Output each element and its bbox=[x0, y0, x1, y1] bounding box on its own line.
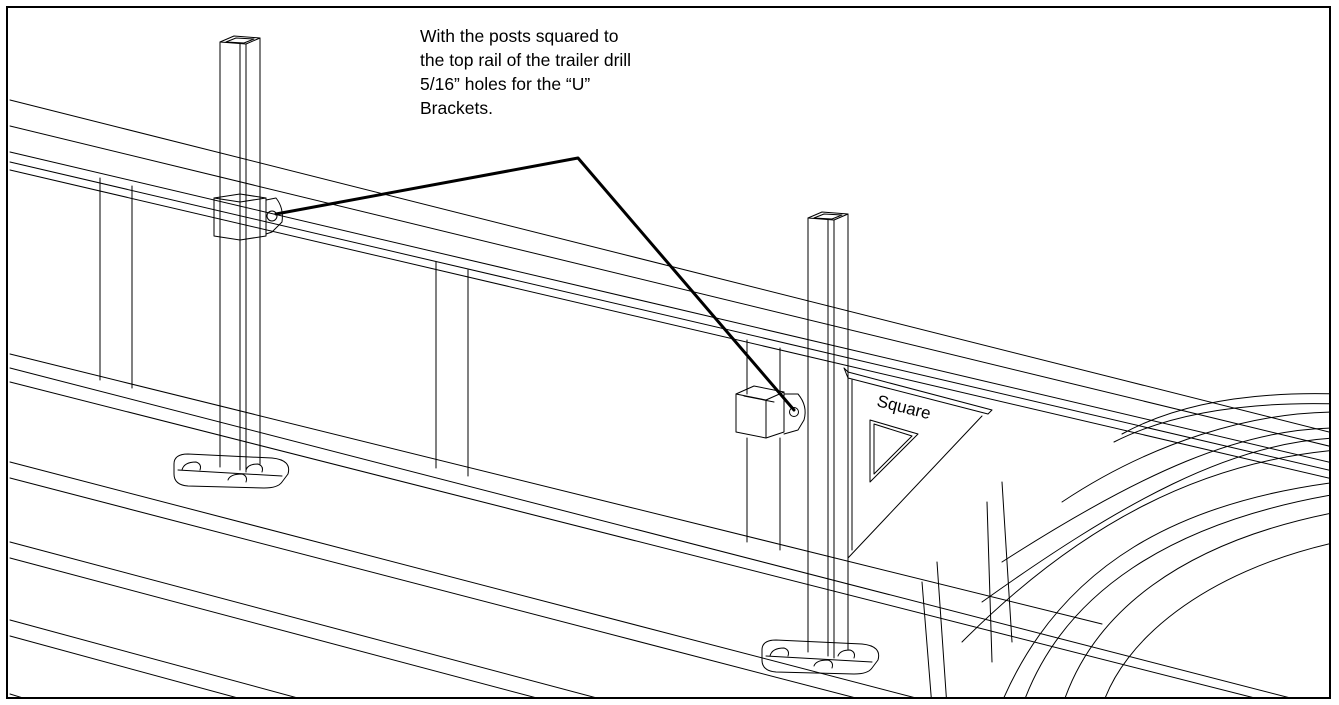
trailer-drawing: Square bbox=[9, 35, 1329, 697]
callout-text: With the posts squared to the top rail o… bbox=[420, 26, 632, 118]
square-tool bbox=[843, 367, 993, 559]
left-post bbox=[173, 35, 290, 489]
leader-line bbox=[274, 156, 796, 412]
fender bbox=[921, 393, 1329, 697]
u-bracket bbox=[735, 385, 806, 439]
top-rail bbox=[9, 99, 1329, 479]
square-tool-label: Square bbox=[875, 391, 933, 423]
diagram-frame: Square With the posts squared to the top… bbox=[6, 6, 1331, 699]
right-post bbox=[761, 211, 880, 675]
deck-boards bbox=[9, 367, 1289, 697]
side-panel bbox=[9, 177, 1103, 625]
